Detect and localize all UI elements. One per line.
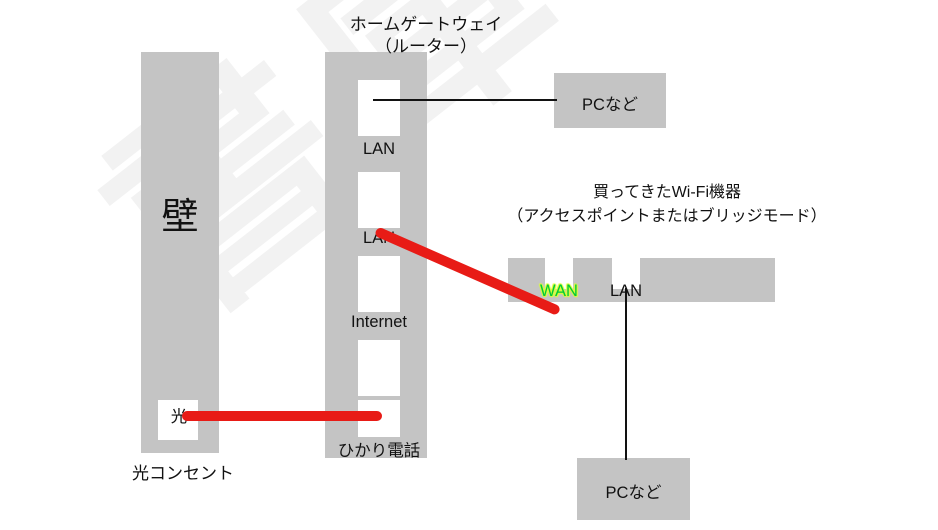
wifi-device-title-line2: （アクセスポイントまたはブリッジモード） bbox=[507, 208, 827, 225]
wifi-device-title-line1: 買ってきたWi-Fi機器 bbox=[592, 184, 742, 201]
wifi-port-wan-label: WAN bbox=[540, 282, 578, 300]
router-port-hikari-denwa-label: ひかり電話 bbox=[337, 442, 421, 460]
wifi-port-lan-label: LAN bbox=[609, 282, 643, 300]
router-port-unlabeled bbox=[358, 340, 400, 396]
pc-bottom-label: PCなど bbox=[605, 484, 662, 502]
router-title-line2: （ルーター） bbox=[375, 37, 477, 56]
router-title-line1: ホームゲートウェイ bbox=[349, 15, 503, 34]
router-port-internet-label: Internet bbox=[351, 313, 407, 331]
wifi-port-lan bbox=[612, 255, 640, 289]
line-router-lan1-to-pc-top bbox=[373, 99, 557, 101]
pc-top-shape bbox=[554, 73, 666, 128]
optical-outlet-caption: 光コンセント bbox=[132, 464, 234, 483]
router-port-lan-1 bbox=[358, 80, 400, 136]
pc-top-label: PCなど bbox=[582, 96, 638, 114]
wifi-port-wan bbox=[545, 255, 573, 289]
wall-shape bbox=[141, 52, 219, 453]
router-port-internet bbox=[358, 256, 400, 312]
router-port-lan-2 bbox=[358, 172, 400, 228]
line-wifi-lan-to-pc-bottom bbox=[625, 288, 627, 460]
router-port-lan-1-label: LAN bbox=[362, 140, 396, 158]
pc-bottom-shape bbox=[577, 458, 690, 520]
cable-outlet-to-hikari-denwa bbox=[182, 411, 382, 421]
wall-label: 壁 bbox=[161, 196, 199, 237]
